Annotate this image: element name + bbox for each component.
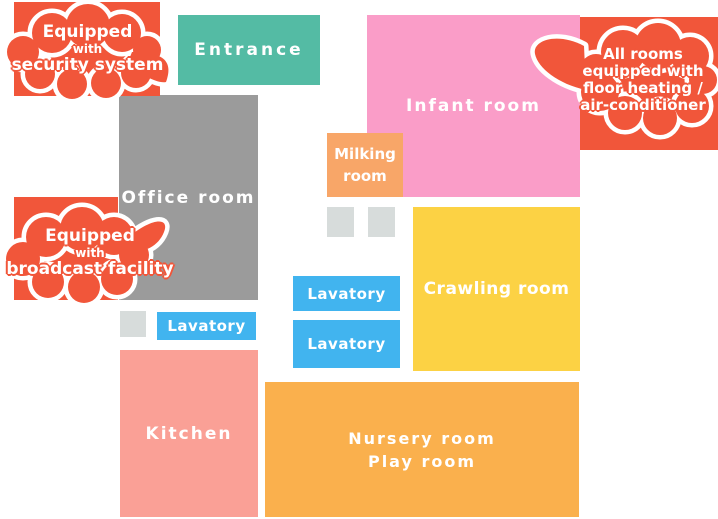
callout-line: Equipped — [42, 22, 133, 42]
callout-floor-heating: All rooms equipped with floor heating / … — [528, 10, 718, 155]
room-label-kitchen: Kitchen — [145, 423, 233, 444]
callout-text: All rooms equipped with floor heating / … — [568, 34, 718, 126]
callout-text: Equipped with security system — [0, 2, 175, 96]
callout-security-system: Equipped with security system — [0, 0, 190, 112]
room-milking: Milking room — [327, 133, 403, 197]
callout-line: with — [75, 246, 105, 260]
room-lavatory-center-bottom: Lavatory — [293, 320, 400, 368]
room-label-milking: Milking room — [334, 145, 396, 185]
room-label-playroom: Play room — [367, 451, 477, 471]
room-nursery: Nursery room Play room — [265, 382, 579, 517]
room-label-nursery: Nursery room — [348, 428, 496, 448]
callout-line: air-conditioner — [580, 96, 706, 115]
callout-line: All rooms — [603, 44, 683, 63]
room-kitchen: Kitchen — [120, 350, 258, 517]
callout-line: equipped with — [582, 61, 704, 80]
callout-line: Equipped — [45, 226, 135, 246]
room-label-lavatory: Lavatory — [167, 317, 246, 335]
callout-line: security system — [11, 55, 164, 75]
fixture-square — [120, 311, 146, 337]
fixture-square — [368, 207, 395, 237]
fixture-square — [327, 207, 354, 237]
room-label-infant: Infant room — [406, 96, 541, 116]
room-lavatory-west: Lavatory — [157, 312, 256, 340]
room-crawling: Crawling room — [413, 207, 580, 371]
room-label-lavatory: Lavatory — [307, 335, 386, 353]
room-entrance: Entrance — [178, 15, 320, 85]
callout-broadcast-facility: Equipped with broadcast facility — [0, 195, 190, 325]
room-label-entrance: Entrance — [194, 40, 304, 60]
callout-line: floor heating / — [583, 79, 703, 97]
speech-bubble-cloud-icon — [528, 17, 718, 150]
room-lavatory-center-top: Lavatory — [293, 276, 400, 311]
room-label-lavatory: Lavatory — [307, 284, 386, 303]
callout-line: broadcast facility — [6, 259, 174, 279]
room-label-crawling: Crawling room — [423, 279, 570, 299]
callout-line: with — [72, 42, 103, 56]
speech-bubble-cloud-icon — [0, 0, 190, 112]
speech-bubble-cloud-icon — [0, 197, 190, 325]
callout-text: Equipped with broadcast facility — [0, 203, 180, 303]
room-label-office: Office room — [121, 187, 256, 208]
